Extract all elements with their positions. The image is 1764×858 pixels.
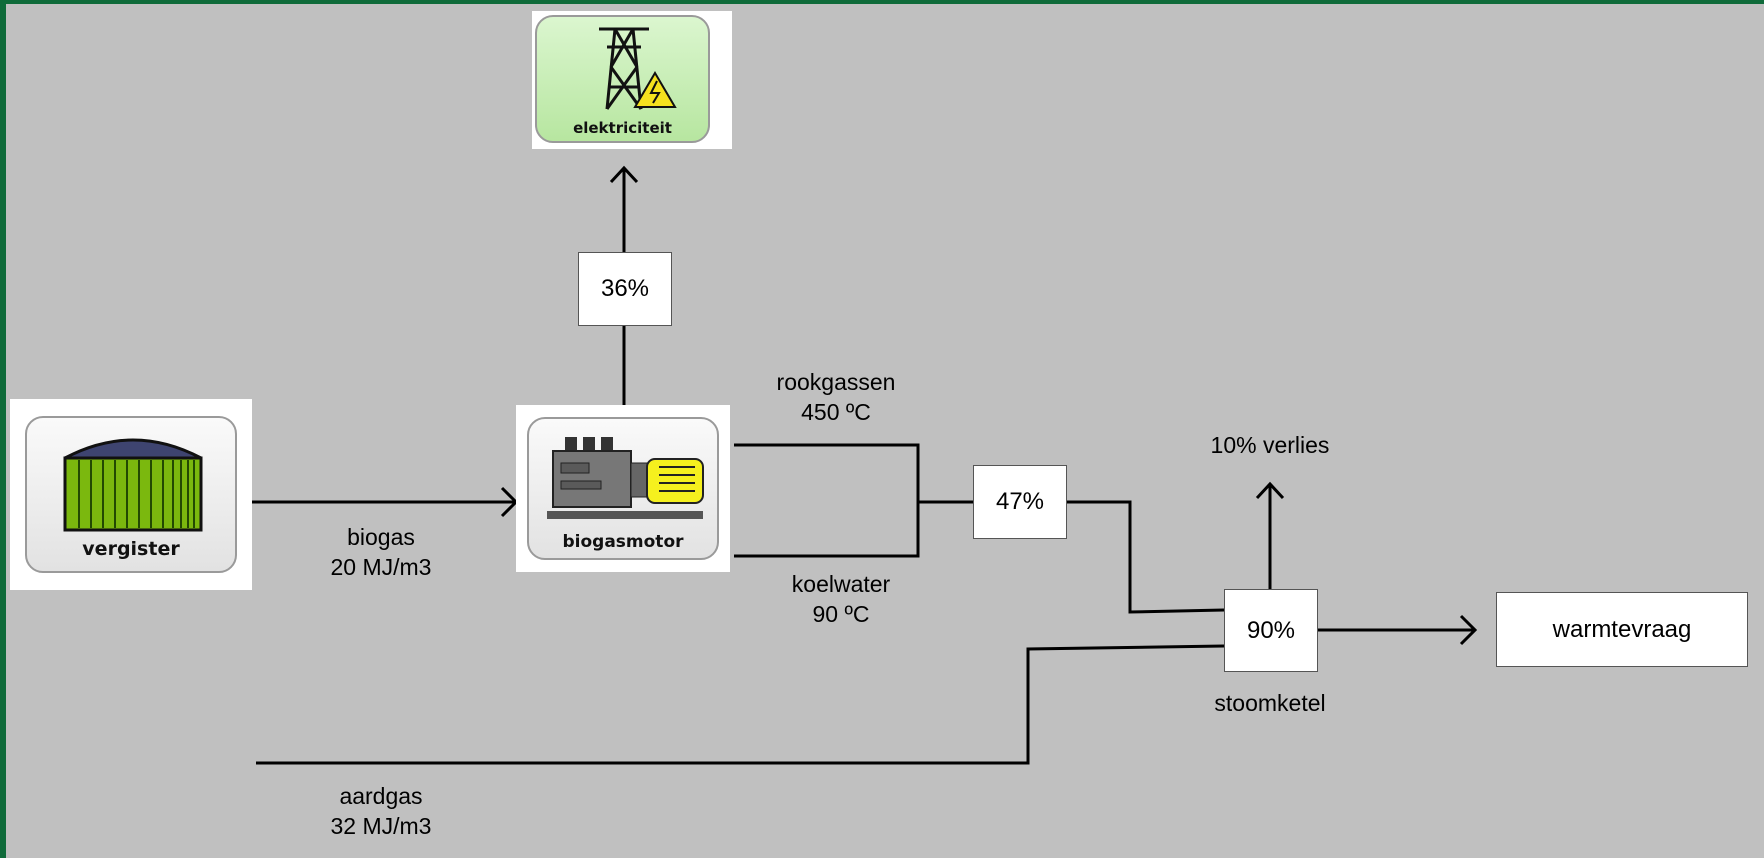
biogasmotor-label: biogasmotor xyxy=(562,532,684,552)
elektriciteit-label: elektriciteit xyxy=(573,119,672,137)
aardgas-value: 32 MJ/m3 xyxy=(330,813,432,839)
heat-efficiency-box: 47% xyxy=(973,465,1067,539)
flow-lines xyxy=(226,165,1478,765)
vergister-label: vergister xyxy=(82,538,180,560)
digester-icon xyxy=(63,438,203,532)
aardgas-label: aardgas 32 MJ/m3 xyxy=(296,781,466,841)
elektriciteit-node[interactable]: elektriciteit xyxy=(532,11,732,149)
koelwater-name: koelwater xyxy=(791,571,891,597)
biogas-value: 20 MJ/m3 xyxy=(330,554,432,580)
stoomketel-efficiency-box: 90% xyxy=(1224,589,1318,672)
heat-to-boiler-line xyxy=(1067,500,1225,614)
engine-icon xyxy=(547,437,704,519)
power-pylon-icon xyxy=(599,27,677,110)
aardgas-name: aardgas xyxy=(339,783,423,809)
biogas-name: biogas xyxy=(347,524,415,550)
stoomketel-label: stoomketel xyxy=(1214,690,1326,716)
koelwater-label: koelwater 90 ºC xyxy=(751,569,931,629)
rookgassen-name: rookgassen xyxy=(776,369,896,395)
electric-efficiency-box: 36% xyxy=(578,252,672,326)
aardgas-line xyxy=(256,644,1225,765)
rookgassen-label: rookgassen 450 ºC xyxy=(746,367,926,427)
warmtevraag-arrowhead xyxy=(1459,614,1478,646)
koelwater-temp: 90 ºC xyxy=(812,601,870,627)
electricity-arrowhead xyxy=(609,165,639,184)
diagram-canvas: vergister biogasmotor xyxy=(6,4,1764,858)
biogasmotor-node[interactable]: biogasmotor xyxy=(516,405,730,572)
warmtevraag-box: warmtevraag xyxy=(1496,592,1748,667)
verlies-label: 10% verlies xyxy=(1210,432,1330,458)
vergister-node[interactable]: vergister xyxy=(10,399,252,590)
verlies-arrowhead xyxy=(1255,481,1285,500)
rookgassen-temp: 450 ºC xyxy=(801,399,871,425)
rookgassen-line xyxy=(734,443,920,558)
biogas-label: biogas 20 MJ/m3 xyxy=(296,522,466,582)
